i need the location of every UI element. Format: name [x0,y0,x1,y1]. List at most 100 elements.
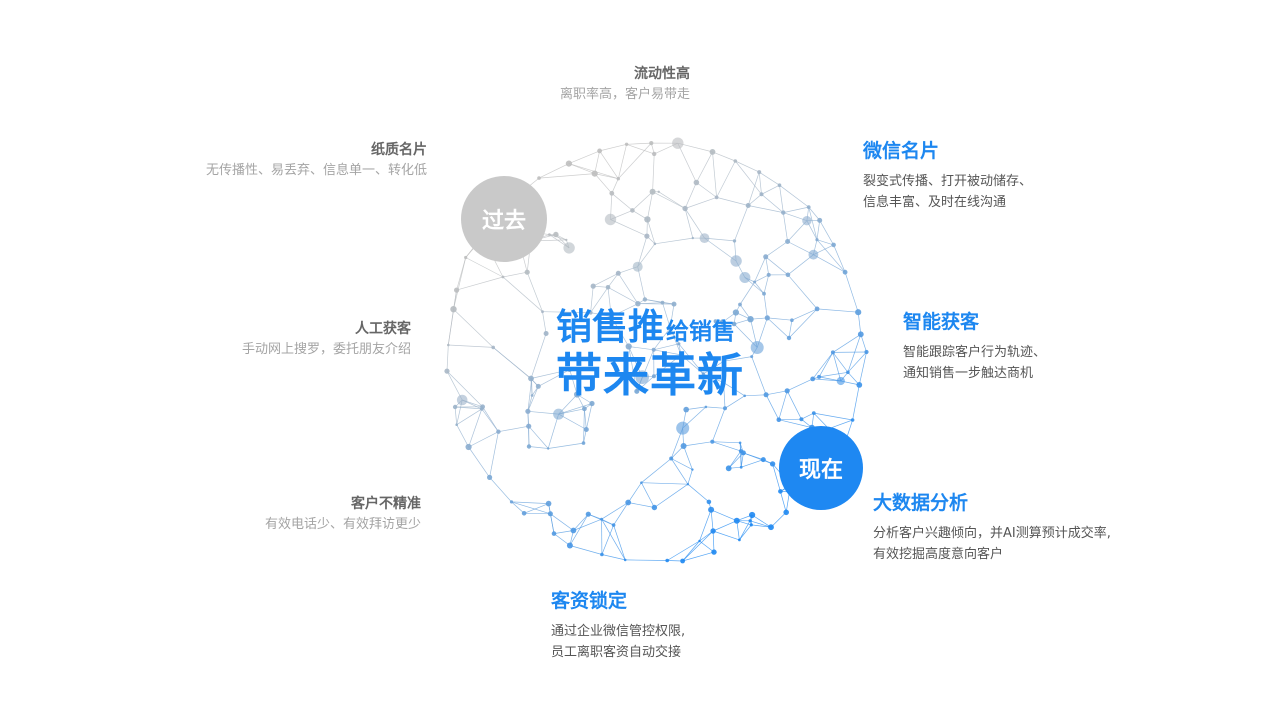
globe-node [456,394,468,406]
globe-link [613,502,629,526]
globe-link [743,452,764,460]
globe-link [641,458,672,483]
globe-node [766,272,771,277]
globe-node [842,269,848,275]
globe-node [723,406,727,411]
now-point-customer-lock: 客资锁定 通过企业微信管控权限, 员工离职客资自动交接 [551,586,685,664]
globe-link [542,311,547,334]
globe-link [787,378,813,392]
globe-node [679,353,683,357]
globe-link [682,530,714,562]
globe-node [657,190,660,193]
globe-node [701,372,705,376]
globe-link [569,545,602,555]
globe-node [776,417,782,423]
past-point-desc: 无传播性、易丢弃、信息单一、转化低 [205,163,427,178]
globe-link [739,520,751,541]
now-point-title: 大数据分析 [873,492,969,514]
past-point-mobility: 流动性高 离职率高，客户易带走 [560,64,690,105]
globe-node [768,524,774,531]
globe-node [651,374,656,379]
globe-node [680,443,687,449]
globe-link [530,369,570,379]
globe-link [511,501,551,515]
globe-link [761,184,780,195]
globe-node [808,249,819,260]
globe-node [635,301,641,307]
globe-node [750,355,754,359]
globe-link [626,143,655,155]
globe-link [682,551,715,562]
globe-node [588,310,593,315]
past-point-desc: 离职率高，客户易带走 [559,87,690,102]
globe-node [722,359,726,363]
globe-link [765,256,770,275]
globe-link [779,185,784,213]
globe-link [530,333,547,379]
globe-node [806,205,811,210]
globe-node [551,531,557,536]
globe-link [844,272,859,313]
now-point-big-data: 大数据分析 分析客户兴趣倾向，并AI测算预计成交率, 有效挖掘高度意向客户 [873,488,1111,566]
globe-link [816,239,834,246]
globe-node [526,423,532,429]
globe-node [653,242,657,246]
globe-link [617,144,627,179]
globe-link [813,254,846,273]
center-title-line1-big: 销售推 [556,307,665,348]
globe-link [538,369,570,387]
globe-node [830,350,835,355]
globe-link [747,171,760,206]
globe-link [765,256,789,276]
now-point-title: 客资锁定 [551,590,628,612]
globe-link [758,172,762,195]
globe-link [446,370,483,408]
globe-node [581,441,586,445]
past-point-paper-card: 纸质名片 无传播性、易丢弃、信息单一、转化低 [206,140,427,181]
globe-node [616,177,620,181]
globe-link [568,150,600,164]
globe-link [812,352,834,380]
globe-link [711,408,726,442]
globe-link [671,458,693,470]
globe-link [766,390,788,396]
globe-link [468,446,490,478]
globe-node [615,270,621,276]
globe-node [479,407,484,411]
globe-link [699,509,712,542]
center-title: 销售推 给销售 带来革新 [556,307,796,399]
globe-node [682,205,688,212]
globe-node [784,388,790,394]
globe-link [542,311,591,313]
globe-node [704,405,708,409]
globe-link [748,205,784,213]
globe-node [651,347,656,352]
globe-link [538,163,570,179]
globe-node [683,406,689,413]
globe-link [683,445,693,470]
globe-node [799,417,804,422]
globe-node [785,272,791,278]
globe-node [738,538,741,542]
globe-node [634,388,640,394]
globe-link [735,160,762,195]
globe-link [599,150,619,179]
globe-node [632,261,643,272]
now-point-wechat-card: 微信名片 裂变式传播、打开被动储存、 信息丰富、及时在线沟通 [863,136,1032,214]
globe-link [724,395,745,409]
globe-link [763,293,768,318]
globe-link [625,559,668,561]
globe-node [743,394,746,398]
globe-node [732,239,737,243]
globe-link [699,540,715,553]
globe-node [739,272,751,283]
globe-node [660,300,665,305]
globe-link [723,382,745,397]
globe-link [667,560,683,562]
globe-node [815,238,819,242]
globe-node [565,238,568,242]
globe-node [769,461,776,467]
globe-link [610,316,630,347]
globe-link [558,403,593,415]
globe-link [628,346,654,351]
